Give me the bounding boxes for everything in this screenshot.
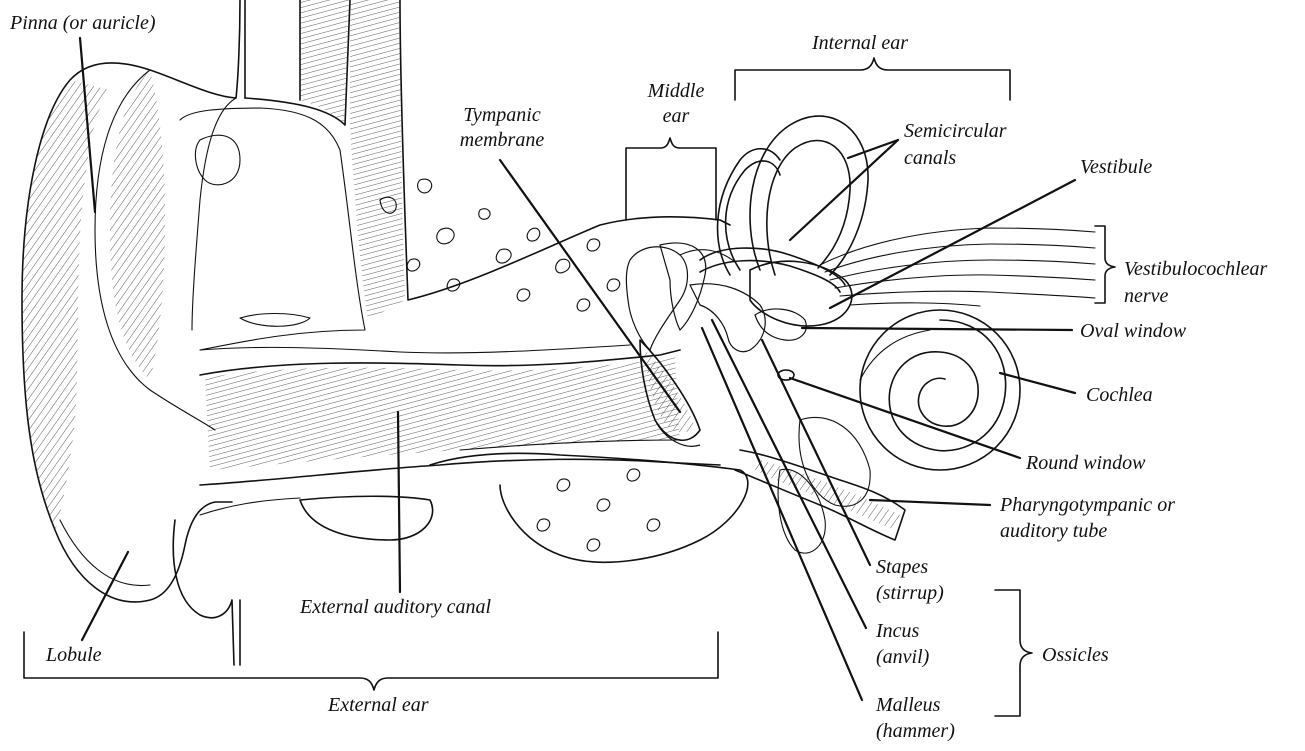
label-nerve-line2: nerve (1124, 285, 1168, 307)
bracket-ossicles (995, 590, 1032, 716)
label-middle-ear-line1: Middle (636, 80, 716, 102)
round-window-shape (778, 370, 870, 553)
label-stapes-line1: Stapes (876, 556, 928, 578)
temporal-bone (180, 0, 730, 353)
label-malleus-line2: (hammer) (876, 720, 955, 742)
label-semicircular-line2: canals (904, 147, 956, 169)
label-pharyngotympanic-line2: auditory tube (1000, 520, 1107, 542)
cochlea-shape (860, 310, 1020, 470)
label-nerve-line1: Vestibulocochlear (1124, 258, 1267, 280)
label-semicircular-line1: Semicircular (904, 120, 1007, 142)
leader-semicircular-a (848, 140, 898, 158)
label-internal-ear: Internal ear (812, 32, 908, 54)
label-malleus-line1: Malleus (876, 694, 940, 716)
label-pinna: Pinna (or auricle) (10, 12, 156, 34)
label-cochlea: Cochlea (1086, 384, 1153, 406)
semicircular-canals-shape (680, 116, 868, 292)
label-vestibule: Vestibule (1080, 156, 1152, 178)
label-middle-ear-line2: ear (636, 105, 716, 127)
nerve-shape (820, 228, 1095, 306)
label-tympanic-line2: membrane (440, 129, 564, 151)
label-stapes-line2: (stirrup) (876, 582, 944, 604)
leader-oval-window (802, 328, 1072, 330)
label-ossicles: Ossicles (1042, 644, 1109, 666)
bracket-middle-ear (626, 138, 716, 220)
label-oval-window: Oval window (1080, 320, 1186, 342)
label-tympanic-line1: Tympanic (440, 104, 564, 126)
label-lobule: Lobule (46, 644, 102, 666)
leader-incus (712, 320, 866, 628)
leader-pharyngotympanic (870, 500, 990, 505)
label-round-window: Round window (1026, 452, 1145, 474)
label-pharyngotympanic-line1: Pharyngotympanic or (1000, 494, 1175, 516)
label-external-canal: External auditory canal (300, 596, 491, 618)
leader-lobule (82, 552, 128, 640)
bracket-internal-ear (735, 58, 1010, 100)
leader-cochlea (1000, 373, 1075, 393)
bracket-external-ear (24, 632, 718, 690)
bracket-nerve (1095, 226, 1115, 303)
label-incus-line1: Incus (876, 620, 919, 642)
label-incus-line2: (anvil) (876, 646, 929, 668)
label-external-ear: External ear (328, 694, 429, 716)
